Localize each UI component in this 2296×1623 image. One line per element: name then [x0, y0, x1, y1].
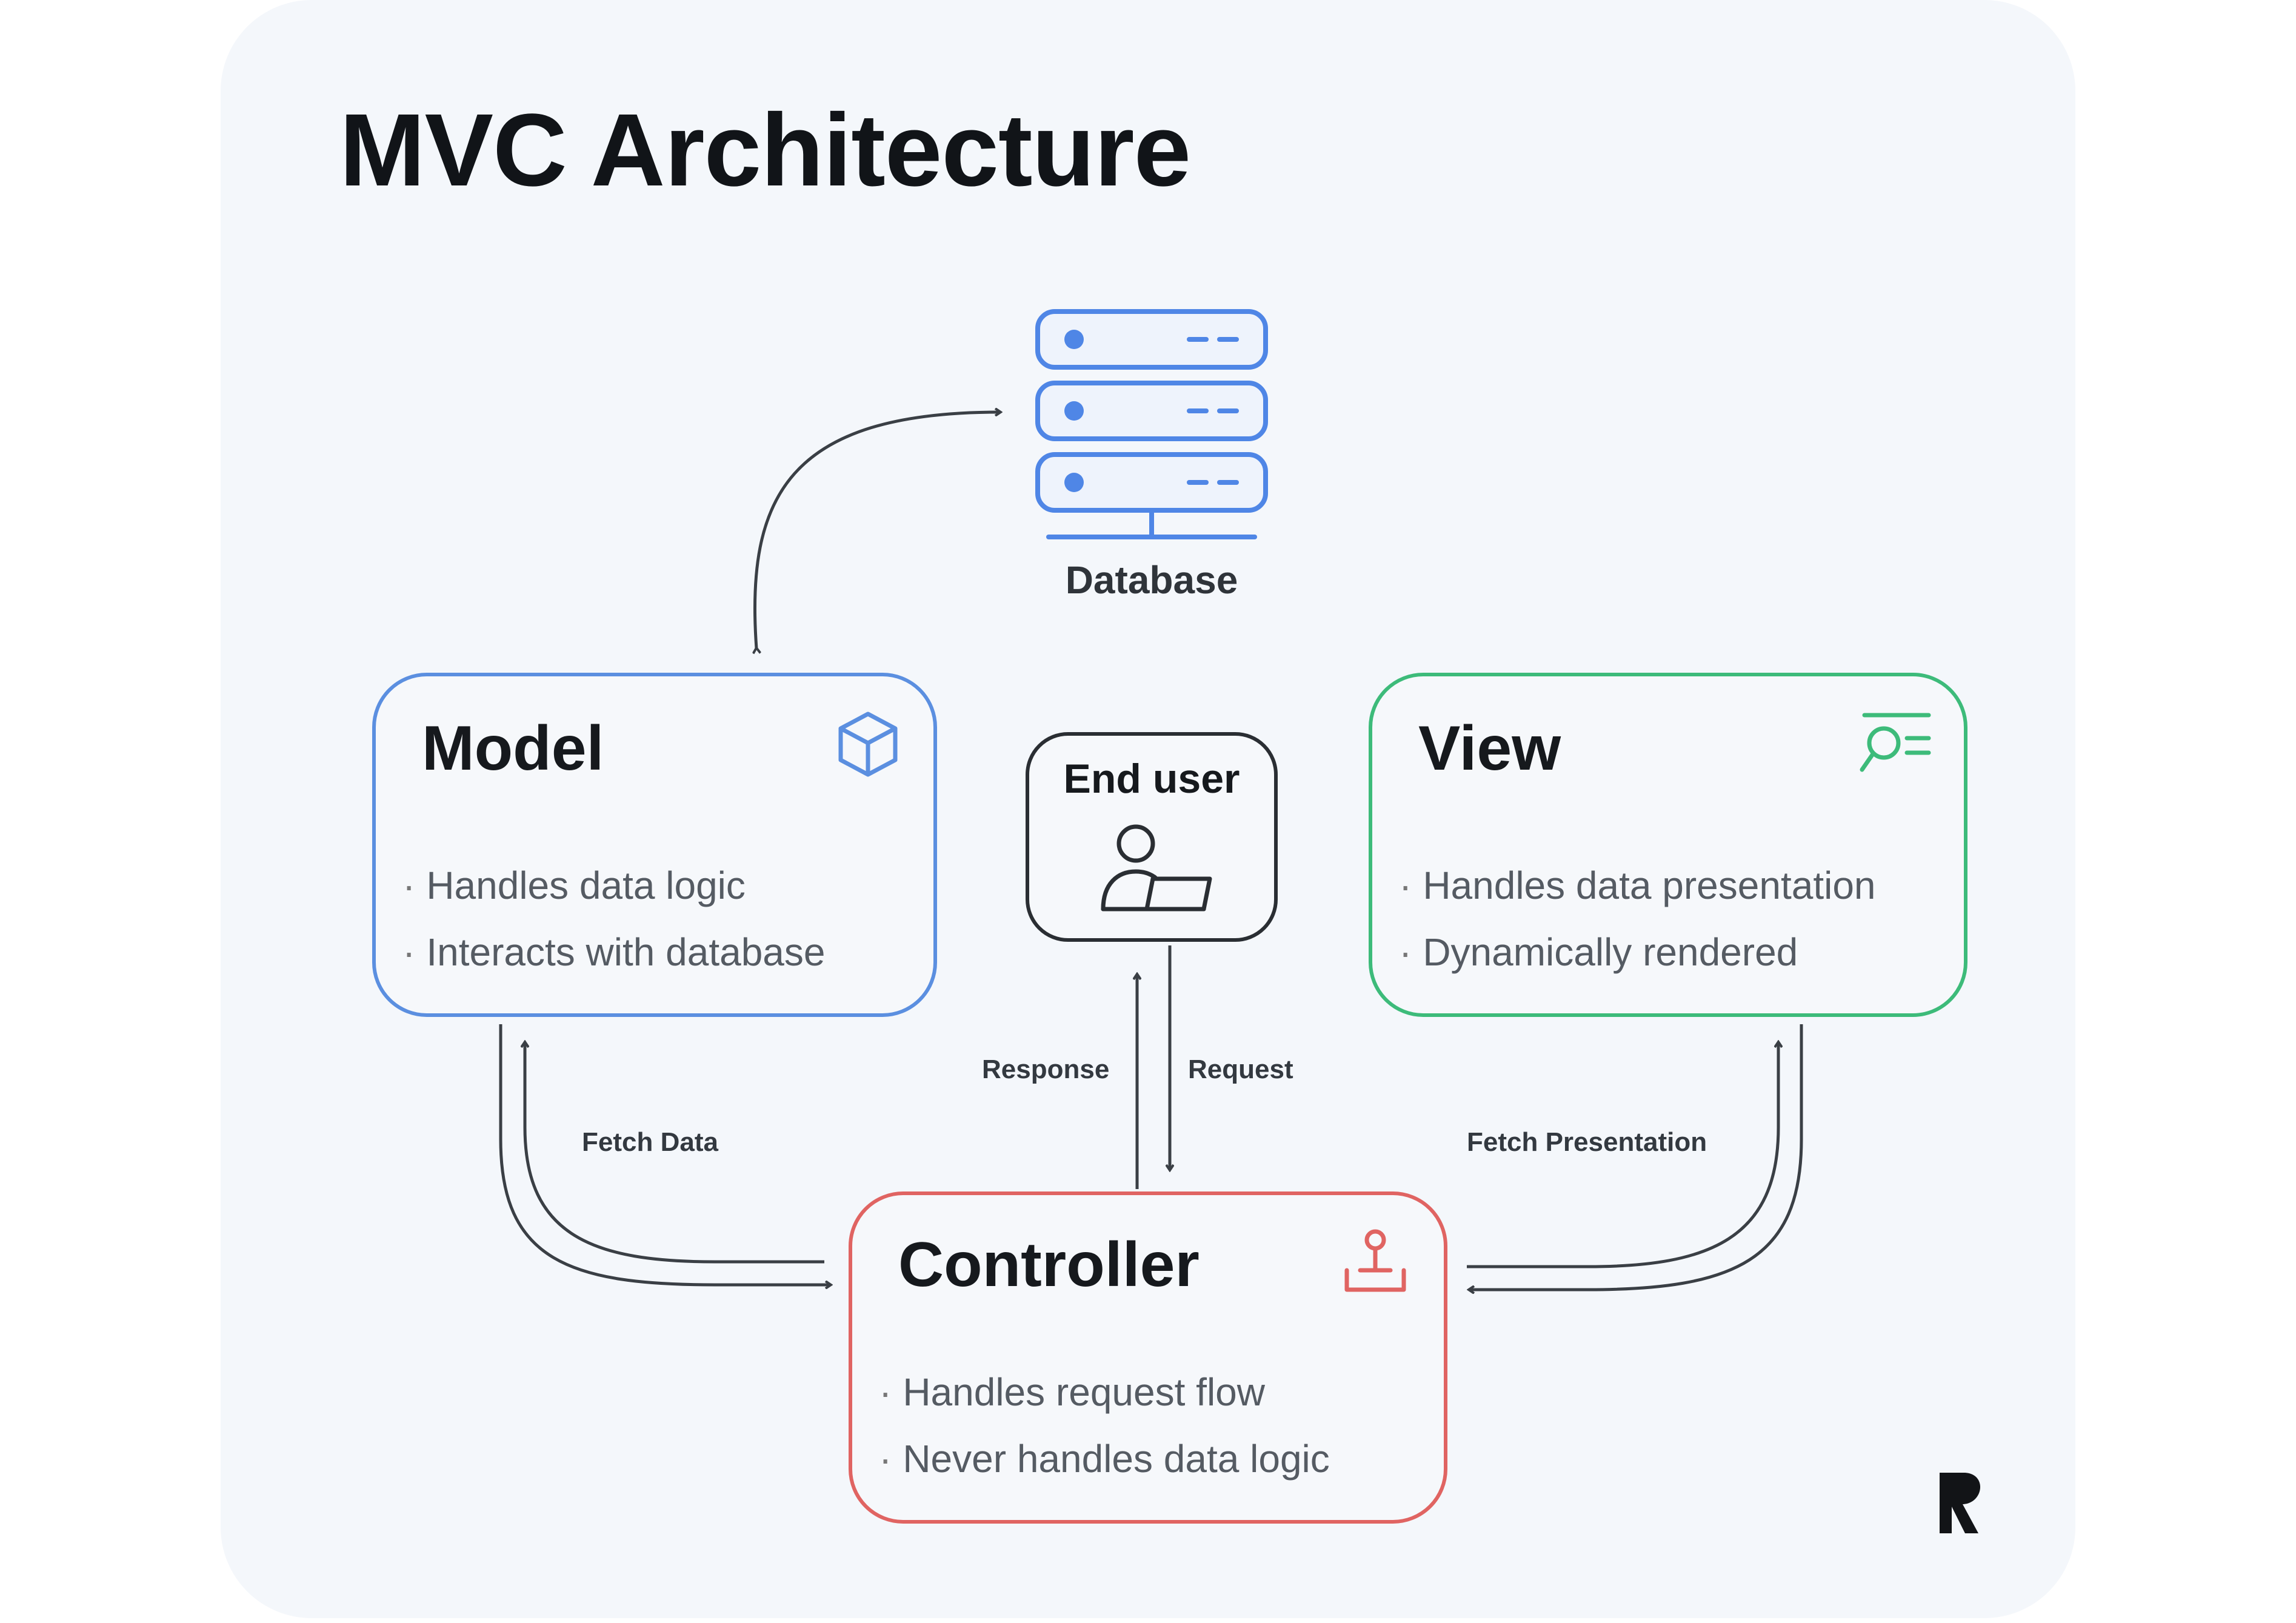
- controller-bullets: Handles request flow Never handles data …: [879, 1359, 1330, 1492]
- controller-box: Controller Handles request flow Never ha…: [849, 1191, 1447, 1524]
- model-bullets: Handles data logic Interacts with databa…: [402, 852, 825, 985]
- fetch-presentation-label: Fetch Presentation: [1467, 1127, 1707, 1157]
- fetch-data-inner-path: [525, 1042, 824, 1264]
- user-laptop-icon: [1101, 824, 1212, 911]
- fetch-presentation-outer-path: [1469, 1024, 1803, 1290]
- model-title: Model: [422, 713, 604, 784]
- view-box: View Handles data presentation Dynamical…: [1369, 673, 1967, 1017]
- fetch-data-label: Fetch Data: [582, 1127, 718, 1157]
- model-box: Model Handles data logic Interacts with …: [372, 673, 937, 1017]
- database-icon: [1035, 309, 1268, 539]
- response-label: Response: [982, 1055, 1110, 1084]
- model-database-connector: [755, 412, 1000, 648]
- request-label: Request: [1188, 1055, 1293, 1084]
- search-list-icon: [1860, 713, 1931, 772]
- brand-logo-icon: [1940, 1473, 1980, 1533]
- cube-icon: [838, 712, 898, 777]
- list-item: Interacts with database: [402, 919, 825, 985]
- list-item: Handles data logic: [402, 852, 825, 919]
- end-user-title: End user: [1063, 756, 1240, 802]
- fetch-data-outer-path: [499, 1024, 830, 1285]
- view-bullets: Handles data presentation Dynamically re…: [1399, 852, 1876, 985]
- joystick-icon: [1344, 1229, 1406, 1292]
- list-item: Handles request flow: [879, 1359, 1330, 1425]
- list-item: Dynamically rendered: [1399, 919, 1876, 985]
- fetch-presentation-inner-path: [1467, 1042, 1778, 1268]
- list-item: Never handles data logic: [879, 1425, 1329, 1492]
- controller-title: Controller: [898, 1230, 1200, 1300]
- view-title: View: [1418, 713, 1561, 784]
- page-title: MVC Architecture: [339, 93, 1191, 208]
- database-label: Database: [1065, 558, 1238, 602]
- list-item: Handles data presentation: [1399, 852, 1875, 919]
- end-user-box: End user: [1026, 732, 1278, 942]
